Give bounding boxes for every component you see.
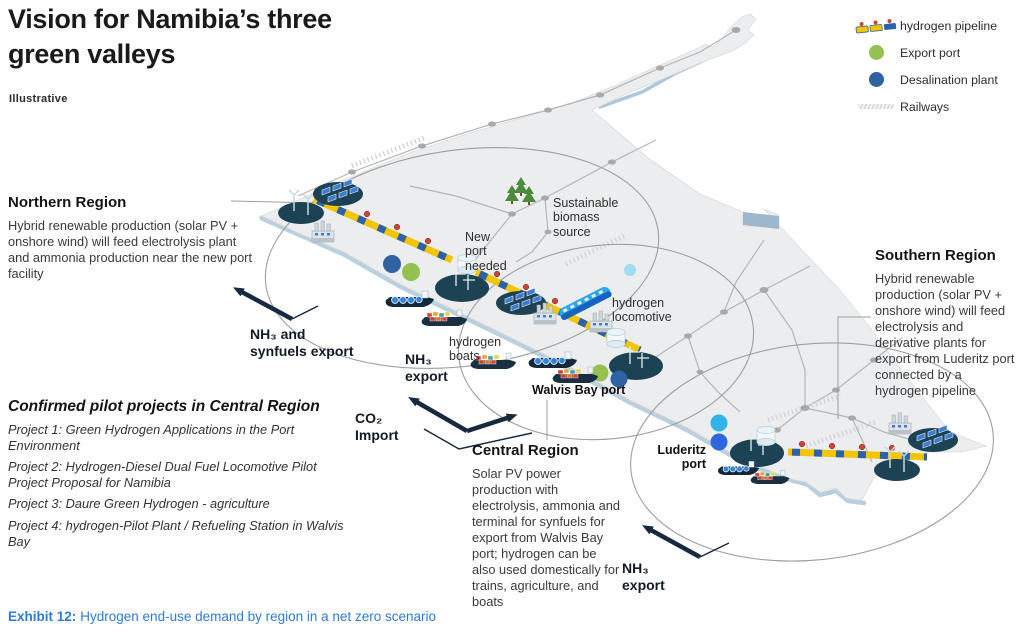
- hydrogen-pipeline-icon: [852, 18, 900, 34]
- hydrogen-locomotive-icon: [559, 287, 612, 321]
- electrolysis-plant-icon: [888, 412, 912, 435]
- nh3-synfuels-export-arrow: [232, 287, 294, 321]
- export-port-icon: [868, 45, 884, 60]
- central-region-heading: Central Region: [472, 442, 579, 459]
- storage-tank-icon: [606, 328, 626, 348]
- pipeline-pumps: [333, 197, 896, 452]
- valley-outlines: [264, 147, 994, 562]
- pilot-projects-heading: Confirmed pilot projects in Central Regi…: [8, 398, 320, 415]
- exhibit-caption-text: Hydrogen end-use demand by region in a n…: [80, 609, 436, 624]
- legend-label: Desalination plant: [900, 72, 998, 87]
- nh3-export-south-arrow: [641, 525, 702, 559]
- ammonia-tanker-icon: [717, 460, 760, 476]
- railways-icon: [858, 104, 894, 109]
- legend-label: Railways: [900, 99, 950, 114]
- export-port-dot: [402, 263, 420, 281]
- page-title: Vision for Namibia’s three green valleys: [8, 4, 332, 70]
- water-source-dot: [624, 264, 636, 276]
- central-region-body: Solar PV power production with electroly…: [472, 465, 620, 609]
- northern-region-heading: Northern Region: [8, 194, 127, 211]
- legend-row-pipeline: hydrogen pipeline: [852, 12, 1020, 39]
- northern-facilities: [277, 178, 490, 327]
- legend-row-railways: Railways: [852, 93, 1020, 120]
- luderitz-port-label: Luderitz port: [657, 443, 706, 472]
- pilot-projects-block: Confirmed pilot projects in Central Regi…: [8, 398, 344, 555]
- central-facilities: [470, 287, 664, 388]
- exhibit-caption: Exhibit 12:Hydrogen end-use demand by re…: [8, 609, 436, 624]
- co2-import-arrow: [466, 413, 518, 434]
- railway-nodes: [348, 27, 878, 433]
- biomass-label: Sustainable biomass source: [553, 196, 619, 239]
- legend-label: Export port: [900, 45, 961, 60]
- water-dot: [710, 414, 728, 432]
- legend-label: hydrogen pipeline: [900, 18, 998, 33]
- pilot-project-item: Project 2: Hydrogen-Diesel Dual Fuel Loc…: [8, 459, 317, 490]
- walvis-bay-port-label: Walvis Bay port: [532, 383, 626, 397]
- electrolysis-plant-icon: [311, 220, 335, 243]
- pilot-project-item: Project 3: Daure Green Hydrogen - agricu…: [8, 496, 270, 512]
- central-valley-outline: [457, 243, 755, 441]
- ammonia-plant-icon: [589, 310, 613, 333]
- desalination-plant-dot: [383, 255, 401, 273]
- southern-region-block: Southern Region Hybrid renewable product…: [875, 247, 1017, 399]
- desalination-plant-dot: [610, 370, 628, 388]
- hydrogen-boats-label: hydrogen boats: [449, 335, 502, 364]
- pilot-project-item: Project 4: hydrogen-Pilot Plant / Refuel…: [8, 518, 344, 549]
- desalination-plant-icon: [868, 72, 884, 87]
- border-extrusion: [743, 212, 779, 229]
- central-region-block: Central Region Solar PV power production…: [472, 442, 620, 610]
- southern-valley-outline: [630, 342, 994, 562]
- storage-tank-icon: [756, 426, 776, 446]
- northern-region-block: Northern Region Hybrid renewable product…: [8, 194, 256, 282]
- nh3-export-south-label: NH₃ export: [622, 560, 665, 594]
- southern-region-body: Hybrid renewable production (solar PV + …: [875, 270, 1015, 398]
- new-port-label: New port needed: [465, 230, 507, 273]
- legend-row-export-port: Export port: [852, 39, 1020, 66]
- legend-row-desalination: Desalination plant: [852, 66, 1020, 93]
- synfuel-plant-icon: [533, 302, 557, 325]
- exhibit-caption-prefix: Exhibit 12:: [8, 609, 77, 624]
- nh3-export-label: NH₃ export: [405, 351, 448, 385]
- pilot-project-item: Project 1: Green Hydrogen Applications i…: [8, 422, 295, 453]
- northern-region-body: Hybrid renewable production (solar PV + …: [8, 217, 253, 281]
- southern-region-heading: Southern Region: [875, 247, 996, 264]
- co2-import-label: CO₂ Import: [355, 410, 399, 444]
- locomotive-label: hydrogen locomotive: [612, 296, 672, 325]
- nh3-synfuels-export-label: NH₃ and synfuels export: [250, 326, 354, 360]
- map-legend: hydrogen pipeline Export port Desalinati…: [852, 12, 1020, 120]
- railway-network: [297, 29, 913, 463]
- desalination-dot: [710, 433, 728, 451]
- southern-facilities: [710, 412, 959, 485]
- flow-arrows: [232, 287, 730, 559]
- illustrative-tag: Illustrative: [9, 93, 68, 105]
- nh3-export-arrow: [408, 397, 469, 433]
- container-ship-icon: [421, 309, 468, 327]
